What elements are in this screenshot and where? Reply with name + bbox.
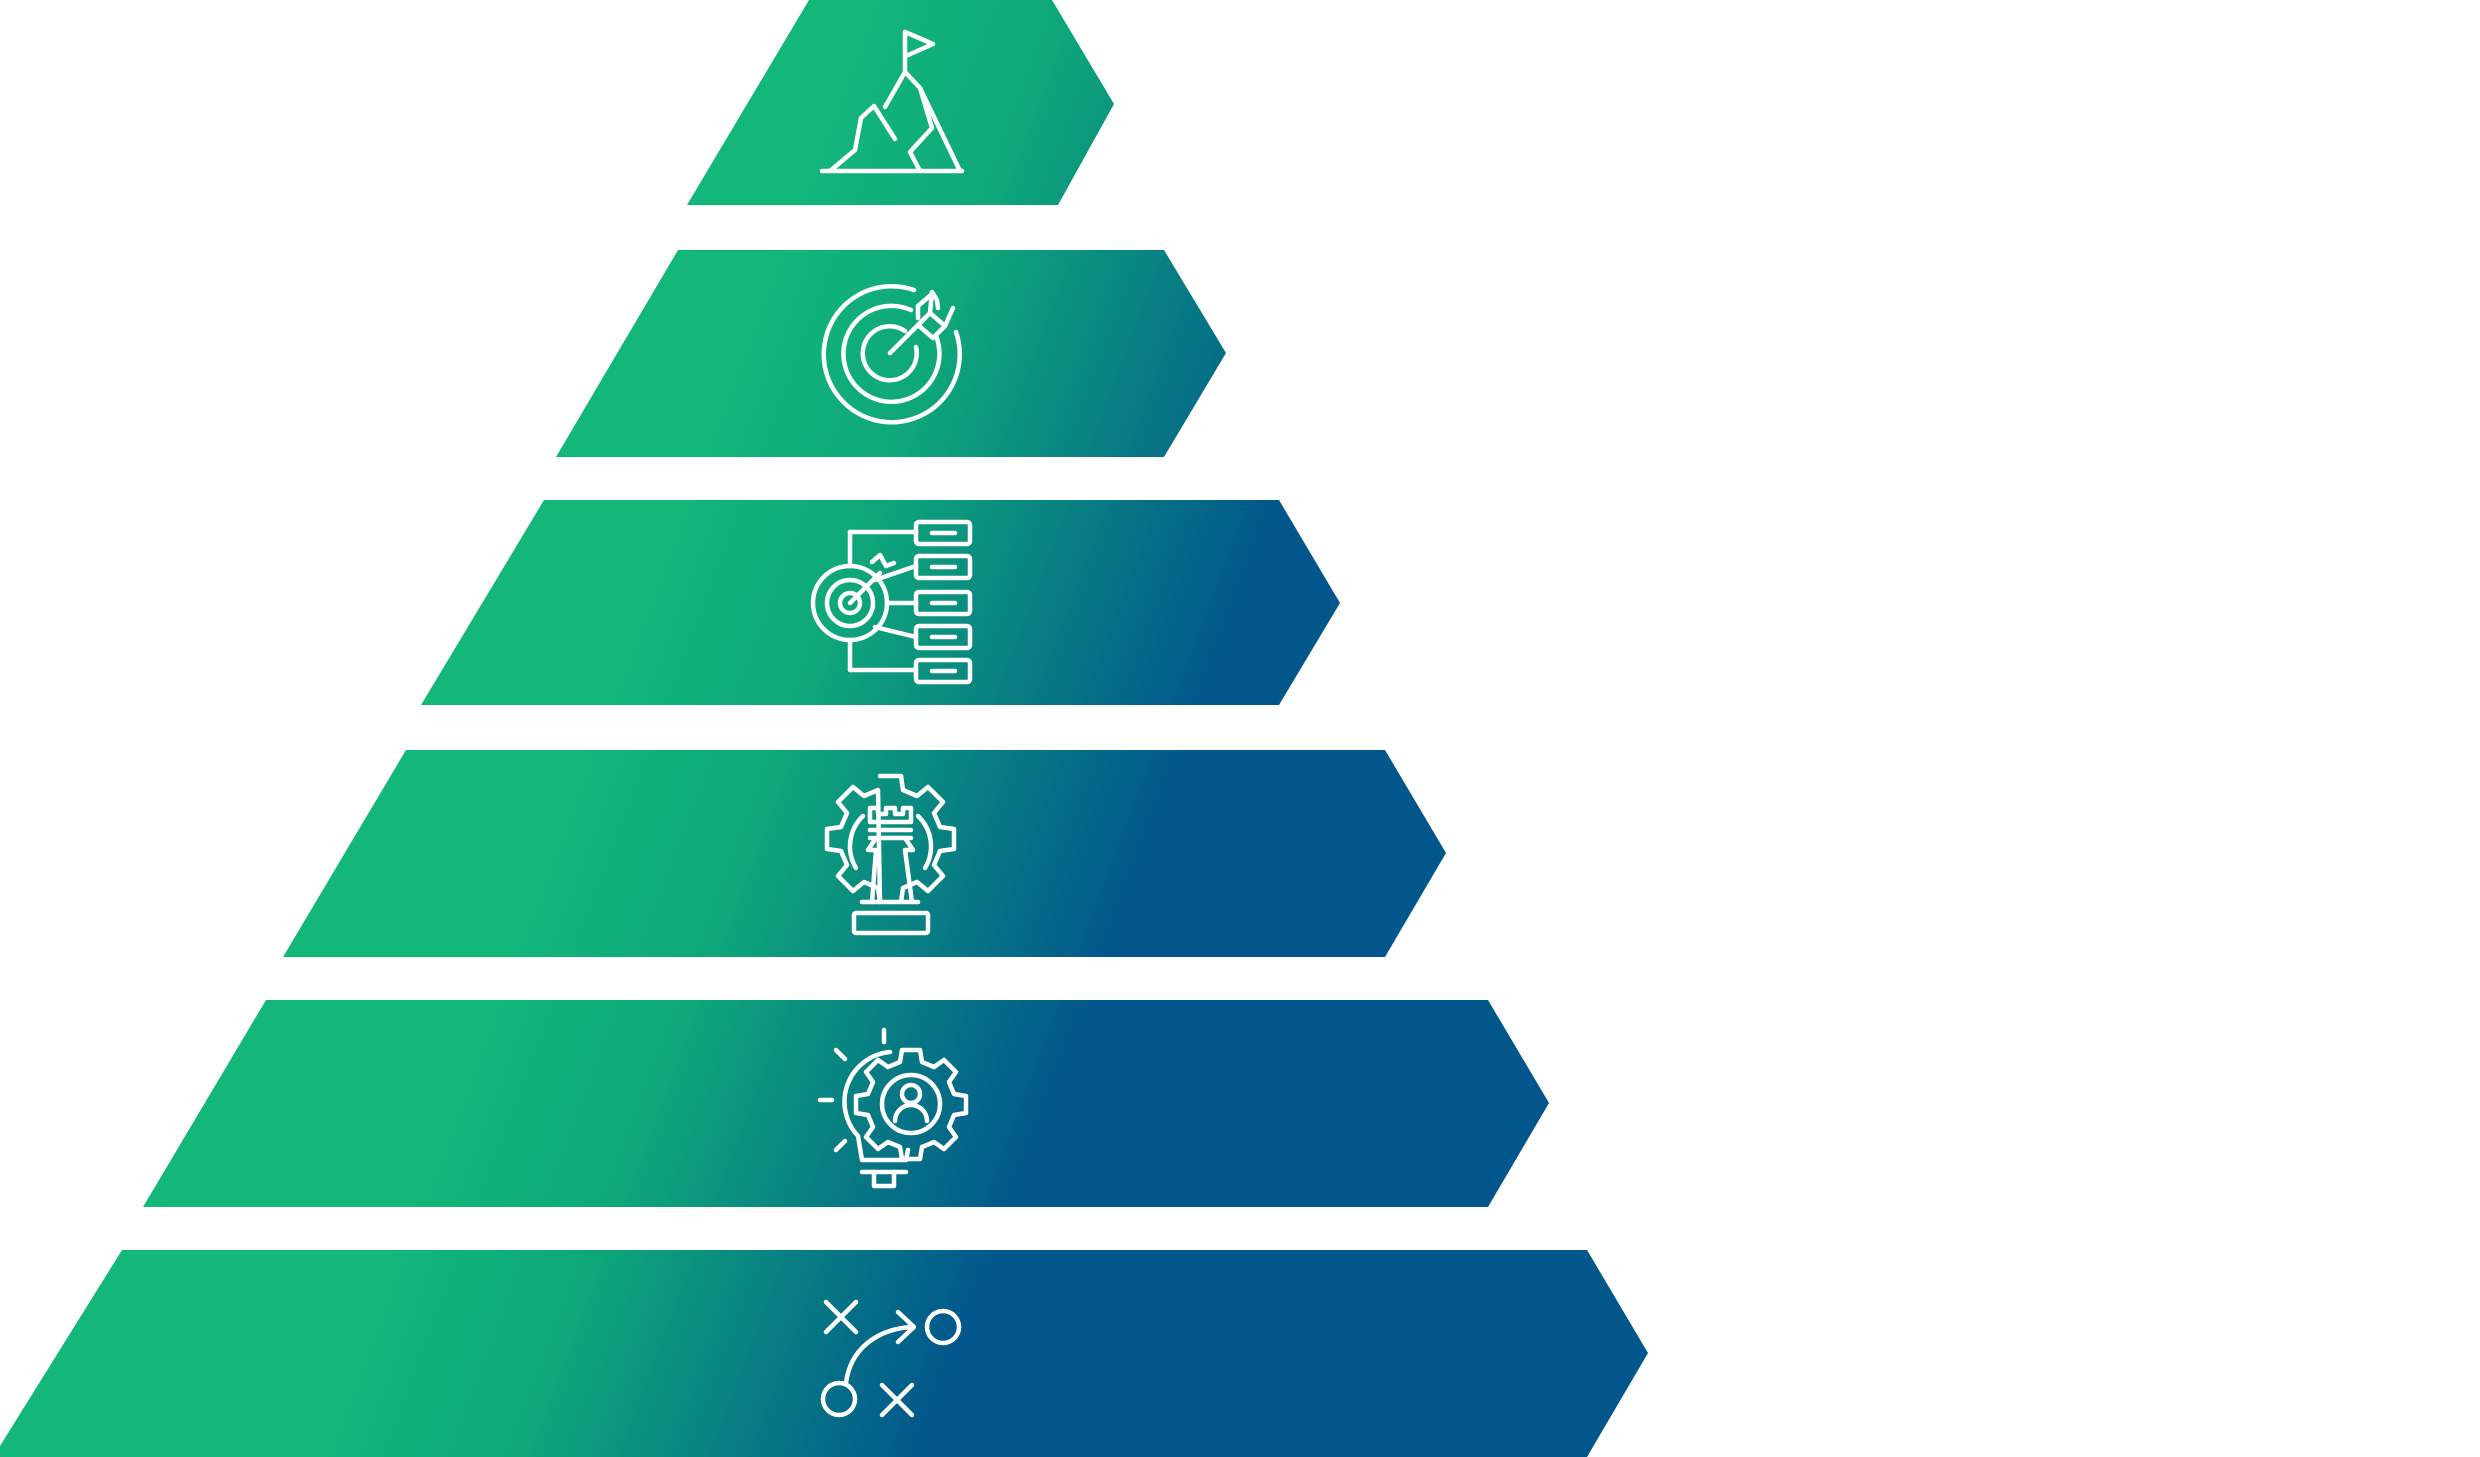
pyramid-tier-5: [143, 1000, 1549, 1207]
tier-4-band: [283, 750, 1446, 957]
tier-3-band: [421, 500, 1340, 705]
pyramid-tier-3: [421, 500, 1340, 705]
pyramid-tier-2: [556, 250, 1226, 457]
target-arrow-icon: [821, 284, 962, 425]
gear-chess-rook-icon: [824, 773, 957, 936]
tier-1-band: [687, 0, 1114, 205]
mountain-flag-icon: [819, 29, 965, 174]
strategy-play-icon: [820, 1299, 962, 1418]
pyramid-tier-6: [0, 1250, 1648, 1457]
target-flowchart-icon: [810, 519, 973, 685]
tier-6-band: [0, 1250, 1648, 1457]
lightbulb-gear-person-icon: [817, 1027, 969, 1189]
pyramid-tier-1: [687, 0, 1114, 205]
pyramid-tier-4: [283, 750, 1446, 957]
